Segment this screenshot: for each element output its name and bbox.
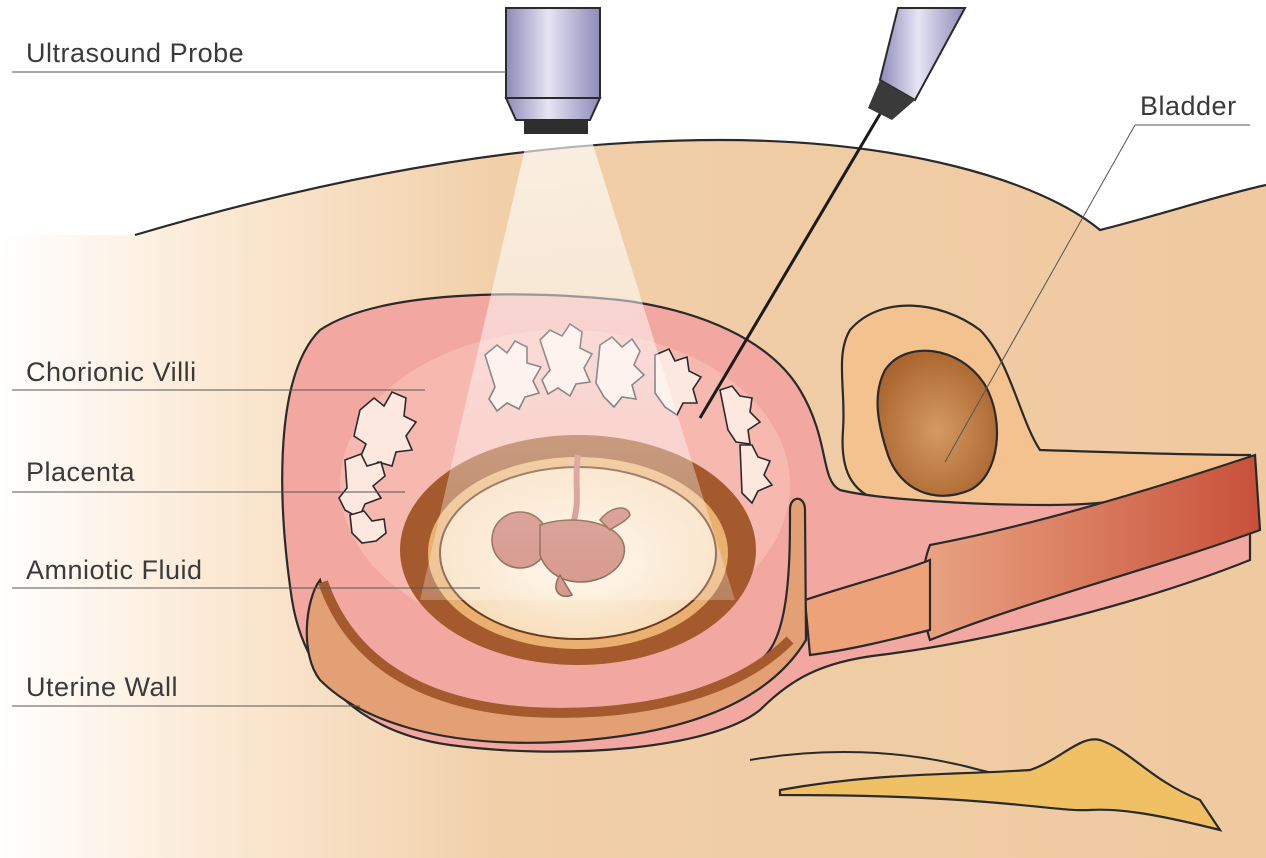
label-amniotic-fluid: Amniotic Fluid bbox=[26, 555, 203, 585]
label-chorionic-villi: Chorionic Villi bbox=[26, 357, 197, 387]
label-uterine-wall: Uterine Wall bbox=[26, 672, 178, 702]
ultrasound-probe bbox=[506, 8, 600, 134]
label-placenta: Placenta bbox=[26, 457, 136, 487]
label-bladder: Bladder bbox=[1140, 91, 1237, 121]
label-ultrasound-probe: Ultrasound Probe bbox=[26, 38, 244, 68]
